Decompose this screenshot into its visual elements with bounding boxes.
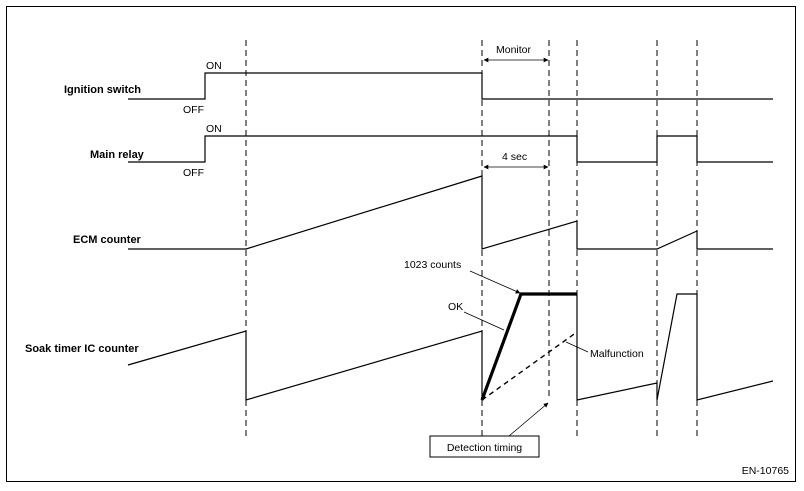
main-relay-label: Main relay xyxy=(90,149,145,161)
counts-leader xyxy=(469,270,521,294)
ok-leader xyxy=(463,311,505,331)
detection-leader xyxy=(508,402,549,437)
ignition-on-label: ON xyxy=(206,60,222,72)
main-relay-waveform xyxy=(128,135,773,163)
relay-on-label: ON xyxy=(206,123,222,135)
ok-label: OK xyxy=(448,301,463,313)
diagram-border xyxy=(6,6,796,482)
soak-timer-waveform xyxy=(127,330,483,401)
soak-timer-label: Soak timer IC counter xyxy=(25,343,139,355)
figure-id: EN-10765 xyxy=(742,465,789,477)
malfunction-path xyxy=(481,331,578,401)
ok-path xyxy=(480,292,577,401)
malfunction-label: Malfunction xyxy=(590,348,644,360)
detection-timing-label: Detection timing xyxy=(447,442,522,454)
ignition-switch-waveform xyxy=(128,72,773,100)
monitor-label: Monitor xyxy=(496,44,532,56)
soak-timer-waveform-after xyxy=(576,293,774,401)
relay-off-label: OFF xyxy=(183,167,204,179)
ignition-off-label: OFF xyxy=(183,104,204,116)
detection-timing-box xyxy=(429,435,540,458)
ecm-counter-waveform xyxy=(128,175,773,250)
counts-label: 1023 counts xyxy=(404,259,461,271)
ignition-switch-label: Ignition switch xyxy=(64,84,141,96)
four-sec-label: 4 sec xyxy=(502,151,527,163)
ecm-counter-label: ECM counter xyxy=(73,234,142,246)
malfunction-leader xyxy=(565,341,589,353)
